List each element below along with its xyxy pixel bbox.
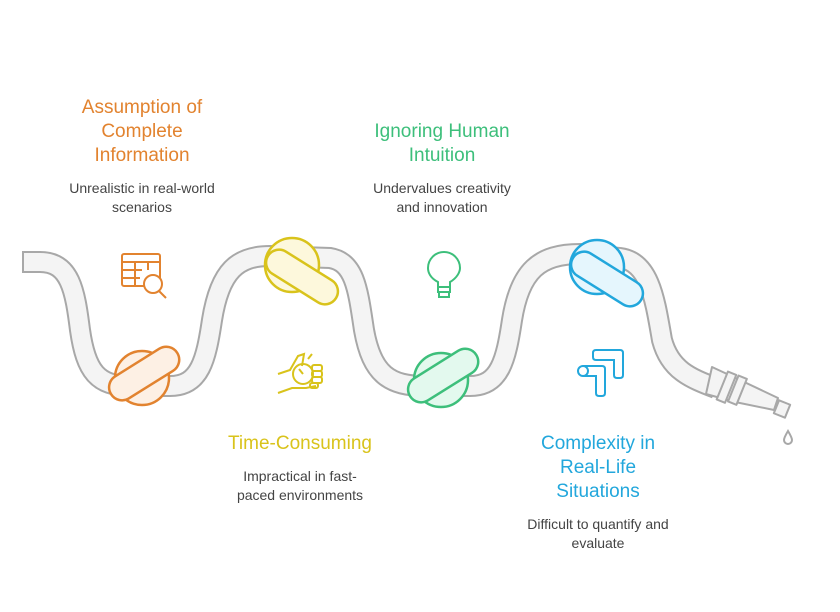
desc-line: Undervalues creativity [373, 180, 511, 196]
desc-line: Impractical in fast- [243, 468, 357, 484]
title-line: Situations [556, 481, 640, 502]
hose-nozzle [705, 366, 792, 419]
item-title-intuition: Ignoring Human Intuition [332, 120, 552, 168]
desc-line: Difficult to quantify and [527, 516, 669, 532]
title-line: Assumption of [81, 97, 203, 118]
desc-line: scenarios [112, 199, 172, 215]
title-line: Real-Life [559, 457, 637, 478]
knot-yellow [263, 236, 340, 306]
item-desc-assumption: Unrealistic in real-world scenarios [42, 179, 242, 217]
title-line: Ignoring Human [374, 121, 510, 142]
title-line: Complexity in [540, 433, 656, 454]
desc-line: Unrealistic in real-world [69, 180, 215, 196]
hand-stopwatch-icon [277, 352, 323, 394]
tangled-arrows-icon [577, 349, 624, 397]
desc-line: paced environments [236, 487, 364, 503]
water-drop-icon [782, 429, 794, 445]
item-desc-intuition: Undervalues creativity and innovation [342, 179, 542, 217]
knot-blue [568, 238, 645, 308]
desc-line: and innovation [396, 199, 488, 215]
item-desc-complexity: Difficult to quantify and evaluate [498, 515, 698, 553]
lightbulb-icon [426, 251, 462, 298]
title-line: Information [94, 145, 190, 166]
table-search-icon [121, 253, 167, 299]
title-line: Intuition [408, 145, 476, 166]
knot-orange [107, 345, 181, 407]
title-line: Time-Consuming [228, 433, 372, 454]
title-line: Complete [101, 121, 183, 142]
knot-green [406, 347, 480, 409]
item-desc-time: Impractical in fast- paced environments [200, 467, 400, 505]
hose [20, 242, 720, 399]
item-title-time: Time-Consuming [190, 432, 410, 456]
item-title-complexity: Complexity in Real-Life Situations [488, 432, 708, 504]
item-title-assumption: Assumption of Complete Information [32, 96, 252, 168]
desc-line: evaluate [571, 535, 625, 551]
